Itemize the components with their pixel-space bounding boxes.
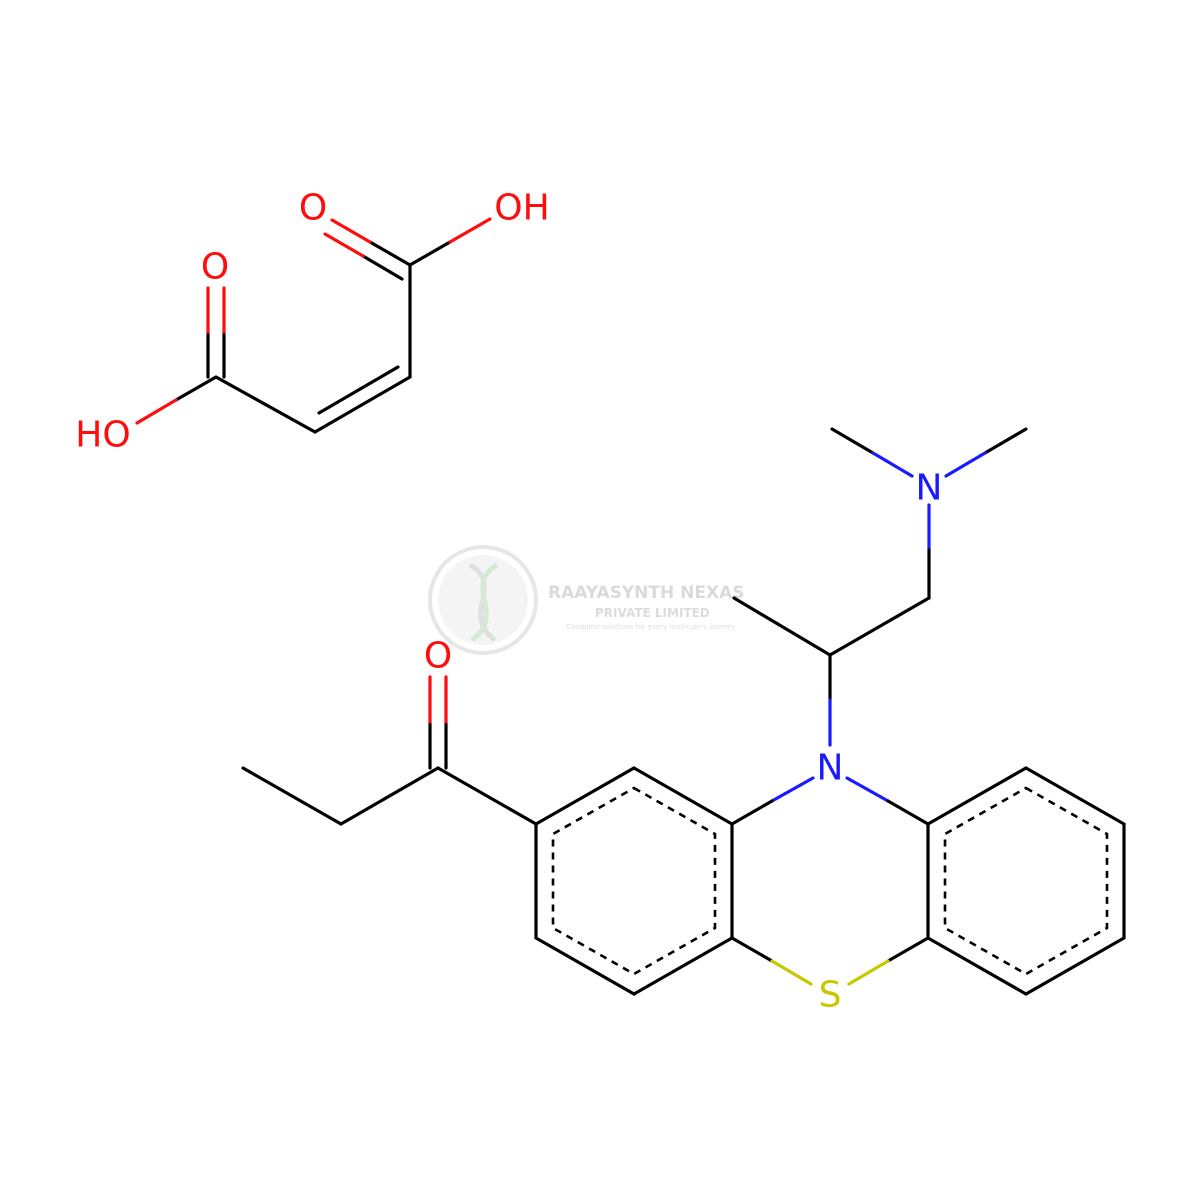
bond-c-n [944, 451, 987, 478]
bond-c-n [871, 451, 914, 478]
bond-c-n [830, 427, 875, 455]
bond-cc-double [313, 375, 412, 434]
bond-cc-double-inner [317, 365, 400, 415]
watermark-company: RAAYASYNTH NEXAS [548, 583, 745, 603]
bond-c-c [339, 766, 440, 826]
bond-co [330, 218, 372, 244]
bond-c-methyl [732, 596, 832, 657]
left-benzene-ring [534, 766, 734, 996]
watermark-logo-ring [428, 545, 538, 655]
right-ring-aromatic [943, 786, 1109, 976]
left-ring-aromatic [551, 786, 717, 976]
bond-c-oh [408, 240, 452, 267]
bond-n-c [770, 776, 815, 803]
bond-c-n [983, 427, 1028, 455]
atom-o: O [299, 188, 327, 229]
bond-co [368, 240, 412, 267]
maleic-acid: O OH O HO [75, 188, 549, 456]
bond-n-c [886, 799, 930, 826]
bond-c-c [436, 766, 538, 826]
bond-co-inner [361, 254, 404, 281]
atom-o: O [201, 247, 229, 288]
atom-n: N [916, 468, 943, 509]
bond-c-c [214, 375, 317, 434]
bond-n-c [845, 776, 890, 803]
atom-n: N [817, 748, 844, 789]
bond-c-s [730, 936, 774, 963]
atom-ho: HO [75, 415, 130, 456]
watermark-tagline: Complete solutions for every molecule's … [566, 623, 735, 631]
atom-oh: OH [494, 188, 549, 229]
watermark: RAAYASYNTH NEXAS PRIVATE LIMITED Complet… [428, 545, 745, 655]
bond-c-s [886, 936, 930, 963]
right-benzene-ring [926, 766, 1126, 996]
bond-c-s [847, 959, 890, 986]
bond-c-oh [448, 217, 492, 244]
watermark-subtitle: PRIVATE LIMITED [595, 606, 710, 620]
atom-o: O [424, 636, 452, 677]
bond-c-s [770, 959, 813, 986]
bond-c-oh [135, 398, 178, 425]
bond-c-c [828, 596, 931, 657]
bond-n-c [730, 799, 774, 826]
bond-co-inner [323, 232, 365, 258]
bond-c-oh [174, 375, 218, 402]
propionylpromazine: N O N S [241, 427, 1126, 1016]
atom-s: S [819, 975, 842, 1016]
bond-c-c [241, 766, 343, 826]
